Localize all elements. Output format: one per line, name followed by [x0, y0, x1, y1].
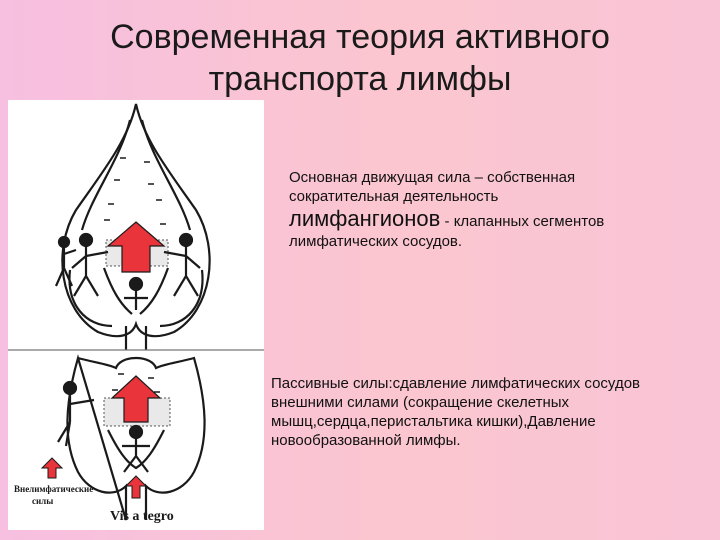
active-line-3: лимфангионов - клапанных сегментов	[289, 206, 709, 232]
bottom-valve	[107, 429, 165, 470]
top-red-arrow	[106, 221, 166, 273]
top-stick-figures	[54, 232, 201, 310]
top-vessel-inner-left	[80, 119, 132, 231]
vis-a-tergo-arrow	[124, 475, 148, 499]
passive-forces-text: Пассивные силы:сдавление лимфатических с…	[271, 375, 641, 449]
lymphangion-illustration: Внелимфатические силы Vis a tegro	[8, 100, 264, 530]
top-valve-left	[102, 267, 133, 315]
external-force-arrow	[40, 457, 64, 479]
vis-a-tergo-caption: Vis a tegro	[110, 509, 174, 524]
title-line-2: транспорта лимфы	[208, 60, 512, 98]
top-valve-right	[139, 267, 170, 315]
external-forces-label-2: силы	[32, 496, 53, 506]
bottom-dashes	[112, 373, 160, 393]
active-transport-text: Основная движущая сила – собственная сок…	[289, 168, 709, 251]
top-bottom-exit	[124, 326, 148, 350]
title-line-1: Современная теория активного	[110, 18, 610, 56]
active-line-4: лимфатических сосудов.	[289, 233, 463, 250]
valve-segments-text: - клапанных сегментов	[440, 213, 605, 230]
slide-title: Современная теория активного транспорта …	[30, 16, 690, 100]
top-vessel-outer-wall	[61, 103, 211, 338]
bottom-red-arrow	[110, 375, 162, 423]
lymphangion-term: лимфангионов	[289, 206, 441, 231]
external-forces-label-1: Внелимфатические	[14, 484, 93, 494]
top-dashes	[104, 157, 166, 225]
top-vessel-inner-right	[140, 119, 192, 231]
bottom-stick-figures	[57, 380, 150, 473]
active-line-2: сократительная деятельность	[289, 188, 499, 205]
active-line-1: Основная движущая сила – собственная	[289, 169, 576, 186]
top-lymphangion-drawing	[61, 103, 211, 350]
